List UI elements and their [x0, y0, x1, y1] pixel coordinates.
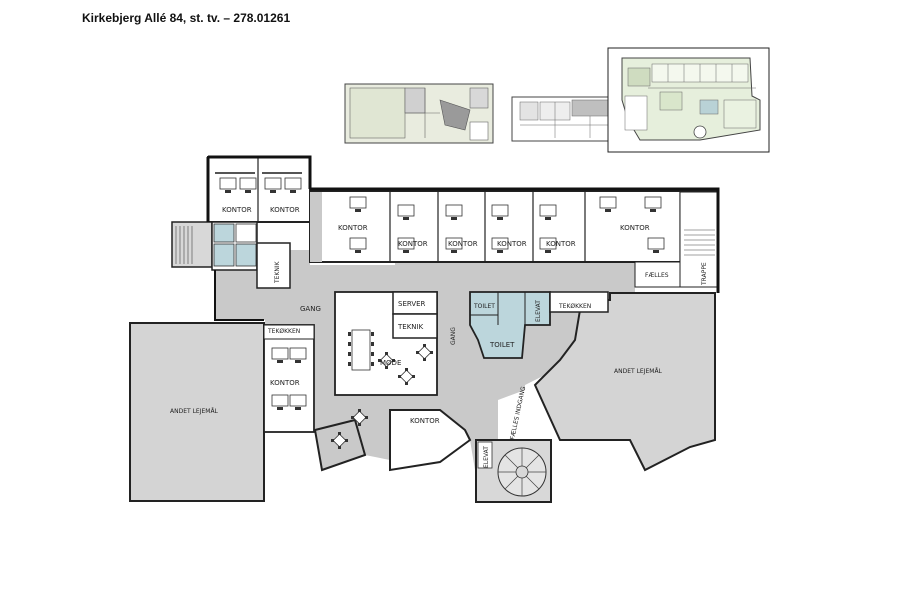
label-kontor-n4: KONTOR — [497, 240, 527, 248]
label-kontor-w: KONTOR — [270, 379, 300, 387]
label-server: SERVER — [398, 300, 426, 308]
label-tekokken-west: TEKØKKEN — [267, 328, 300, 335]
label-kontor-n2: KONTOR — [398, 240, 428, 248]
label-toilet-small: TOILET — [473, 303, 495, 310]
main-plan — [129, 155, 720, 503]
label-teknik-west: TEKNIK — [274, 260, 281, 284]
teknik-center — [392, 313, 438, 339]
label-kontor-n1: KONTOR — [338, 224, 368, 232]
andet-lejemaal-west — [129, 322, 265, 502]
label-elevat-north: ELEVAT — [535, 300, 542, 322]
label-mode: MØDE — [380, 359, 401, 367]
teknik-west — [256, 242, 291, 289]
label-toilet: TOILET — [489, 341, 515, 349]
label-kontor-nw2: KONTOR — [270, 206, 300, 214]
label-kontor-n3: KONTOR — [448, 240, 478, 248]
faelles-room — [634, 261, 681, 288]
key-plan-building-west — [344, 83, 494, 144]
label-trappe: TRAPPE — [701, 262, 708, 286]
label-gang-center: GANG — [450, 327, 457, 345]
label-tekokken-east: TEKØKKEN — [558, 303, 591, 310]
label-andet-lejemaal-east: ANDET LEJEMÅL — [614, 368, 663, 375]
label-teknik-center: TEKNIK — [397, 323, 424, 331]
label-faelles: FÆLLES — [645, 272, 669, 279]
label-kontor-n5: KONTOR — [546, 240, 576, 248]
plan-title: Kirkebjerg Allé 84, st. tv. – 278.01261 — [82, 11, 291, 25]
label-elevat-south: ELEVAT — [483, 446, 490, 468]
key-plan — [344, 47, 770, 153]
label-gang-west: GANG — [300, 305, 321, 313]
label-kontor-nw1: KONTOR — [222, 206, 252, 214]
label-andet-lejemaal-west: ANDET LEJEMÅL — [170, 408, 219, 415]
office-south — [389, 409, 472, 472]
office-west — [263, 324, 315, 433]
key-plan-highlight-frame — [607, 47, 770, 153]
tekokken-east — [549, 291, 609, 313]
label-kontor-s: KONTOR — [410, 417, 440, 425]
label-kontor-n6: KONTOR — [620, 224, 650, 232]
